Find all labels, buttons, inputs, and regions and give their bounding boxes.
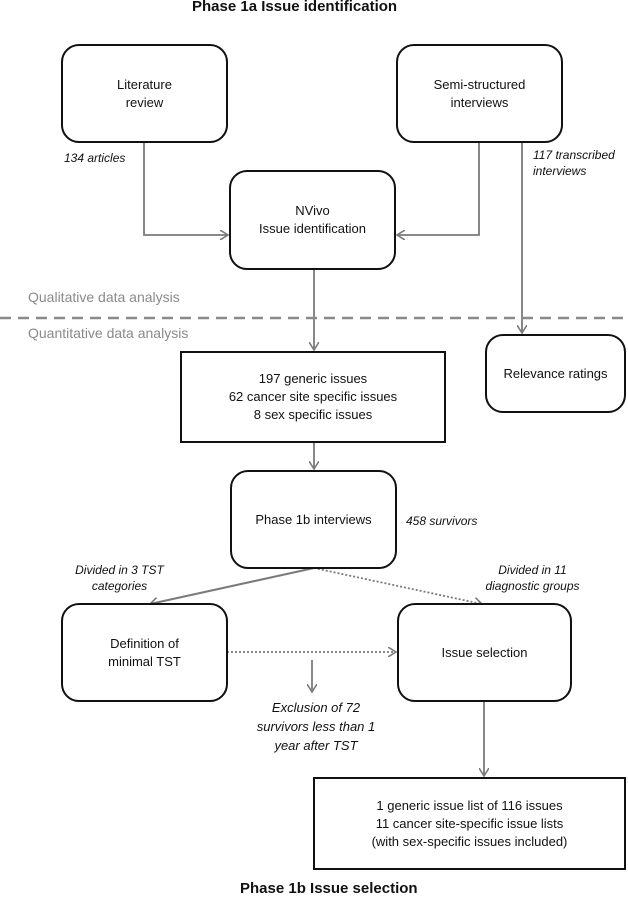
phase-1b-title: Phase 1b Issue selection xyxy=(240,880,418,897)
label-134-articles: 134 articles xyxy=(64,151,126,165)
section-quantitative: Quantitative data analysis xyxy=(28,325,189,341)
node-literature-review: Literature review xyxy=(61,44,228,143)
arrow-literature-to-nvivo xyxy=(143,141,228,235)
node-text: Semi-structured xyxy=(433,76,526,92)
arrow-phase1b-to-issue-selection xyxy=(313,567,482,604)
node-text: review xyxy=(125,94,164,110)
node-phase1b-interviews: Phase 1b interviews xyxy=(230,470,397,569)
node-text: NVivo xyxy=(295,203,330,218)
arrow-semi-to-nvivo xyxy=(397,141,480,235)
label-458-survivors: 458 survivors xyxy=(406,514,478,528)
phase-1a-title: Phase 1a Issue identification xyxy=(192,0,398,15)
node-text: interviews xyxy=(450,94,509,110)
node-relevance-ratings: Relevance ratings xyxy=(485,334,626,413)
node-text: Literature xyxy=(117,76,172,92)
arrow-phase1b-to-minimal-tst xyxy=(150,567,315,604)
section-qualitative: Qualitative data analysis xyxy=(28,289,180,305)
node-issue-selection: Issue selection xyxy=(397,603,572,702)
node-semi-structured-interviews: Semi-structured interviews xyxy=(396,44,563,143)
node-text: Issue identification xyxy=(259,221,366,236)
